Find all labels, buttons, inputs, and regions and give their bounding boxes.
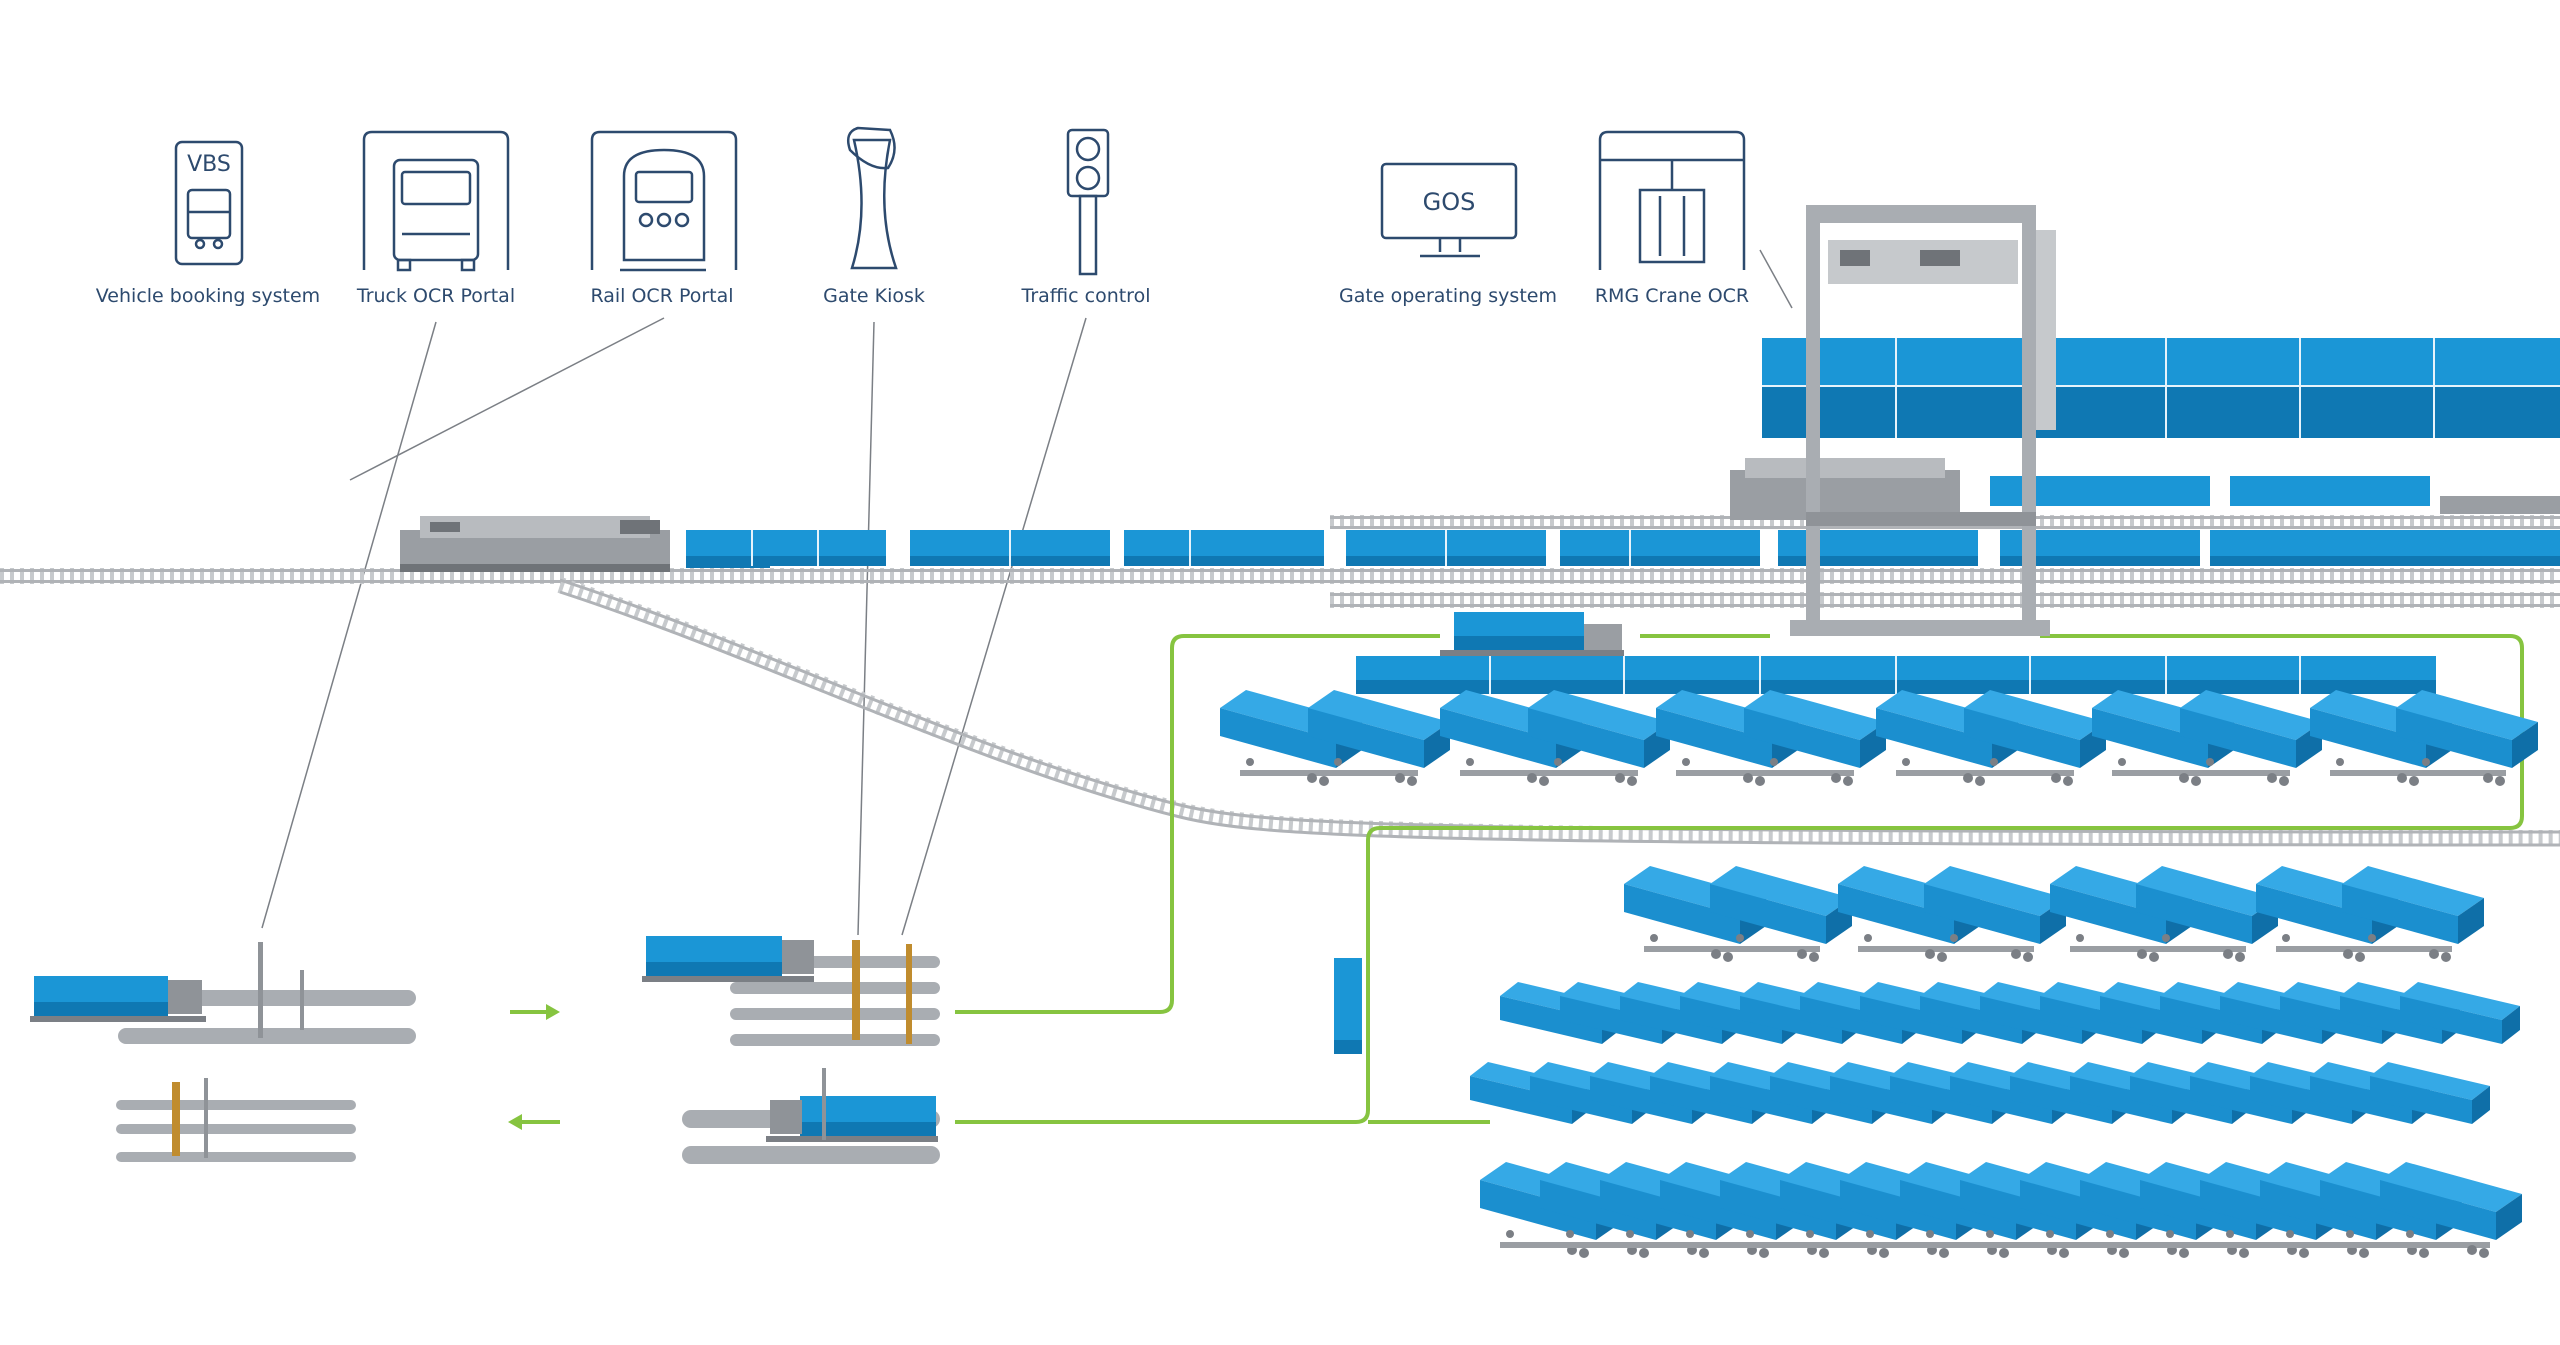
icon-text-vbs: VBS	[187, 152, 231, 177]
rmg-crane	[1790, 205, 2056, 636]
monitor-icon	[1380, 162, 1518, 258]
gate-exit-middle	[682, 1068, 940, 1164]
leader-lines	[261, 249, 1793, 936]
crane-portal-icon	[1598, 130, 1746, 270]
gate-entry-left	[30, 942, 416, 1044]
chevron-parking	[1470, 982, 2520, 1124]
train-portal-icon	[590, 130, 738, 272]
locomotive-left	[400, 516, 670, 572]
direction-arrows	[508, 1004, 560, 1130]
icon-text-gos: GOS	[1422, 188, 1476, 216]
train-under-crane	[1730, 458, 2560, 520]
gate-exit-left	[116, 1078, 356, 1162]
standing-container	[1334, 958, 1362, 1054]
label-rail-ocr: Rail OCR Portal	[590, 285, 734, 307]
gate-entry-middle	[642, 936, 940, 1046]
container-row-yard	[1356, 656, 2436, 694]
phone-truck-icon	[174, 140, 244, 266]
label-truck-ocr: Truck OCR Portal	[356, 285, 516, 307]
trailer-row-3	[1480, 1162, 2522, 1258]
truck-portal-icon	[362, 130, 510, 272]
trailer-row-2	[1624, 866, 2484, 962]
flow-lines	[955, 634, 2524, 1124]
traffic-light-icon	[1066, 128, 1110, 276]
trailer-row-1	[1220, 690, 2538, 786]
label-gate-kiosk: Gate Kiosk	[823, 285, 925, 307]
label-rmg-crane-ocr: RMG Crane OCR	[1594, 285, 1750, 307]
kiosk-icon	[847, 126, 898, 270]
label-vehicle-booking: Vehicle booking system	[95, 285, 321, 307]
label-traffic-control: Traffic control	[1021, 285, 1151, 307]
truck-at-crane	[1440, 612, 1624, 656]
label-gate-operating: Gate operating system	[1339, 285, 1557, 307]
container-stack-top	[1762, 338, 2560, 438]
